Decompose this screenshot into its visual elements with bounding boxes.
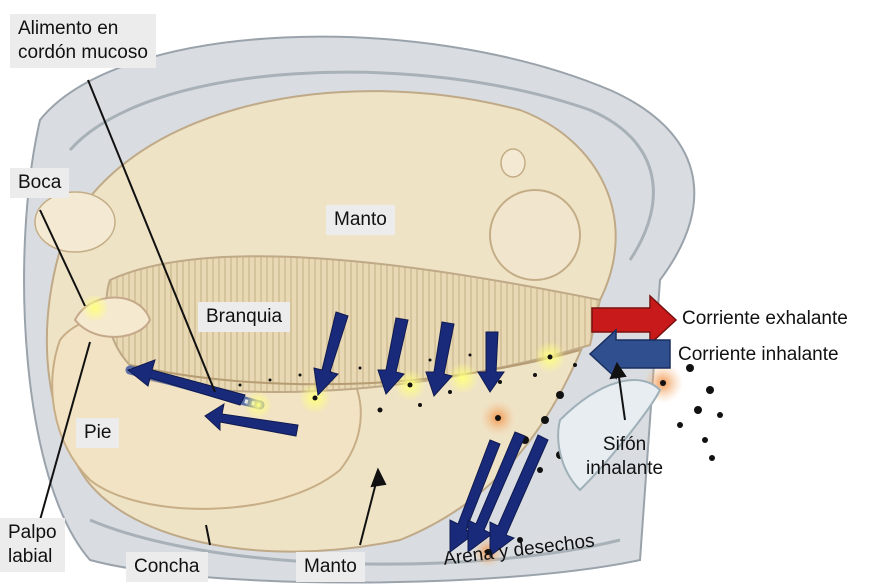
label-mantle-bottom: Manto xyxy=(296,552,365,582)
label-inhalant-current: Corriente inhalante xyxy=(678,343,839,367)
label-foot: Pie xyxy=(76,418,119,448)
label-food-cord: Alimento en cordón mucoso xyxy=(10,14,156,68)
label-mantle-top: Manto xyxy=(326,205,395,235)
label-gill: Branquia xyxy=(198,302,290,332)
label-mouth: Boca xyxy=(10,168,69,198)
label-inhalant-siphon: Sifón inhalante xyxy=(586,433,663,481)
label-labial-palp: Palpo labial xyxy=(0,518,65,572)
label-shell: Concha xyxy=(126,552,208,582)
label-exhalant-current: Corriente exhalante xyxy=(682,307,848,331)
